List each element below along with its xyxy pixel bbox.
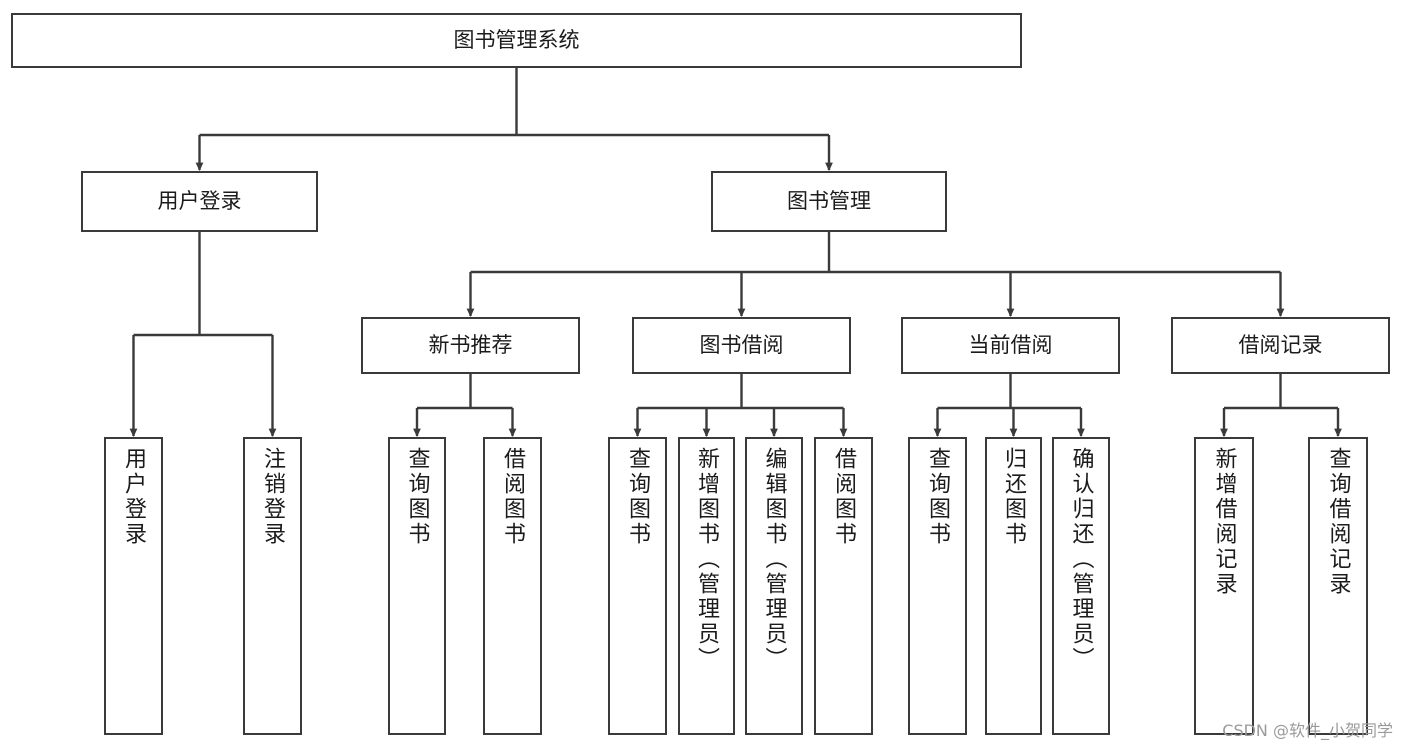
node-label: 注销登录 <box>260 447 286 547</box>
node-label: 图书管理系统 <box>453 28 580 53</box>
node-label: 图书借阅 <box>699 333 784 358</box>
node-current[interactable]: 当前借阅 <box>901 317 1120 374</box>
connector-paths <box>129 68 1342 437</box>
node-cu-confirm[interactable]: 确认归还（管理员） <box>1052 437 1110 735</box>
node-bookmgmt[interactable]: 图书管理 <box>711 171 947 232</box>
node-label: 查询借阅记录 <box>1325 447 1351 597</box>
node-label: 借阅图书 <box>500 447 526 547</box>
node-cu-query[interactable]: 查询图书 <box>908 437 967 735</box>
node-label: 借阅记录 <box>1238 333 1323 358</box>
node-label: 编辑图书（管理员） <box>761 447 787 672</box>
node-label: 当前借阅 <box>968 333 1053 358</box>
node-label: 查询图书 <box>404 447 430 547</box>
node-label: 确认归还（管理员） <box>1068 447 1094 672</box>
csdn-watermark: CSDN @软件_小贺同学 <box>1222 721 1393 740</box>
node-label: 查询图书 <box>925 447 951 547</box>
node-label: 借阅图书 <box>831 447 857 547</box>
node-re-add[interactable]: 新增借阅记录 <box>1194 437 1254 735</box>
node-userlogin[interactable]: 用户登录 <box>104 437 163 735</box>
node-label: 新书推荐 <box>428 333 513 358</box>
node-newbook[interactable]: 新书推荐 <box>361 317 580 374</box>
node-bo-add[interactable]: 新增图书（管理员） <box>678 437 735 735</box>
node-borrow[interactable]: 图书借阅 <box>632 317 851 374</box>
node-logout[interactable]: 注销登录 <box>243 437 302 735</box>
node-label: 查询图书 <box>625 447 651 547</box>
node-bo-query[interactable]: 查询图书 <box>608 437 667 735</box>
node-login[interactable]: 用户登录 <box>81 171 318 232</box>
node-label: 用户登录 <box>157 189 242 214</box>
node-record[interactable]: 借阅记录 <box>1171 317 1390 374</box>
node-re-query[interactable]: 查询借阅记录 <box>1308 437 1368 735</box>
node-bo-edit[interactable]: 编辑图书（管理员） <box>745 437 803 735</box>
node-bo-lend[interactable]: 借阅图书 <box>814 437 873 735</box>
node-nb-query[interactable]: 查询图书 <box>388 437 446 735</box>
node-label: 用户登录 <box>121 447 147 547</box>
node-label: 图书管理 <box>787 189 871 214</box>
node-root[interactable]: 图书管理系统 <box>11 13 1022 68</box>
node-nb-borrow[interactable]: 借阅图书 <box>483 437 542 735</box>
node-cu-return[interactable]: 归还图书 <box>985 437 1042 735</box>
node-label: 新增图书（管理员） <box>694 447 720 672</box>
node-label: 新增借阅记录 <box>1211 447 1237 597</box>
node-label: 归还图书 <box>1001 447 1027 547</box>
